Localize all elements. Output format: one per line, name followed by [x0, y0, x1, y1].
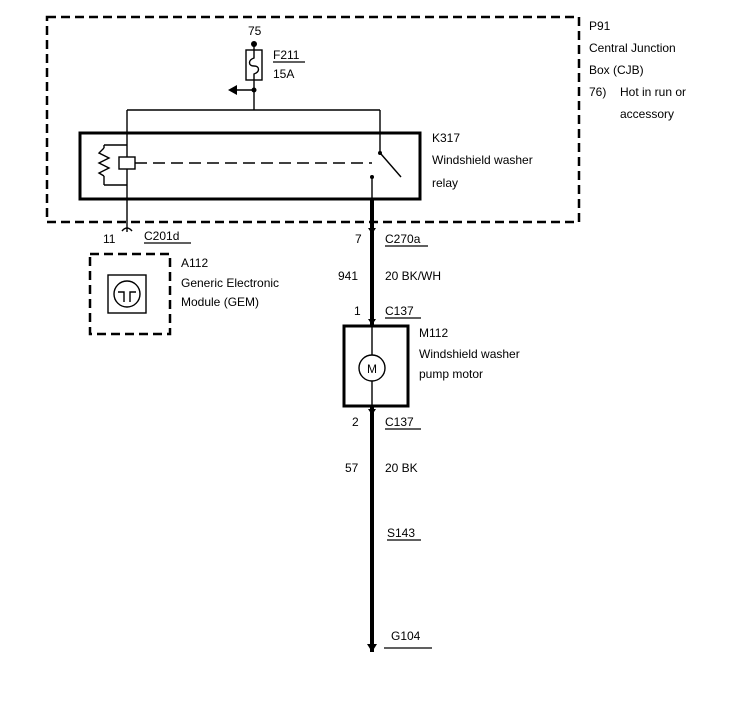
- relay-k317: [78, 131, 422, 201]
- circuit-941-color: 20 BK/WH: [385, 269, 441, 283]
- motor-m112-box: [342, 324, 410, 408]
- ground-arrow: [367, 644, 377, 652]
- circuit-941-label: 941: [338, 269, 358, 283]
- c270a-connector-label: C270a: [385, 232, 421, 246]
- c137-bottom-pin-label: 2: [352, 415, 359, 429]
- fuse-terminal-label: 75: [248, 24, 262, 38]
- cjb-note-line1: Hot in run or: [620, 85, 686, 99]
- gem-name-line2: Module (GEM): [181, 295, 259, 309]
- circuit-57-color: 20 BK: [385, 461, 418, 475]
- ground-label: G104: [391, 629, 421, 643]
- c201d-connector-symbol: [121, 227, 133, 232]
- cjb-note-number: 76): [589, 85, 606, 99]
- motor-symbol: [358, 354, 386, 382]
- fuse-element: [248, 50, 260, 80]
- gem-module-icon: [113, 280, 141, 308]
- motor-symbol-letter: M: [367, 362, 377, 376]
- relay-coil: [118, 156, 136, 170]
- gem-icon-frame: [107, 274, 147, 314]
- c270a-pin-label: 7: [355, 232, 362, 246]
- cjb-name-line2: Box (CJB): [589, 63, 644, 77]
- c137-bottom-connector-label: C137: [385, 415, 414, 429]
- gem-name-line1: Generic Electronic: [181, 276, 279, 290]
- motor-name-line2: pump motor: [419, 367, 483, 381]
- relay-name-line2: relay: [432, 176, 458, 190]
- motor-name-line1: Windshield washer: [419, 347, 520, 361]
- fuse-id: F211: [273, 48, 300, 62]
- c137-top-pin-label: 1: [354, 304, 361, 318]
- cjb-name-line1: Central Junction: [589, 41, 676, 55]
- gem-id: A112: [181, 256, 208, 270]
- c137-top-connector-label: C137: [385, 304, 414, 318]
- motor-id: M112: [419, 326, 448, 340]
- relay-name-line1: Windshield washer: [432, 153, 533, 167]
- splice-label: S143: [387, 526, 415, 540]
- cjb-id: P91: [589, 19, 611, 33]
- fuse-rating: 15A: [273, 67, 294, 81]
- gem-connector-label: C201d: [144, 229, 179, 243]
- circuit-57-label: 57: [345, 461, 359, 475]
- cjb-outline: [45, 15, 581, 224]
- gem-pin-label: 11: [103, 232, 116, 246]
- relay-resistor: [97, 147, 111, 177]
- gem-module-outline: [88, 252, 172, 336]
- relay-switch-arm: [380, 153, 402, 178]
- feed-arrow: [228, 85, 237, 95]
- cjb-note-line2: accessory: [620, 107, 674, 121]
- relay-id: K317: [432, 131, 460, 145]
